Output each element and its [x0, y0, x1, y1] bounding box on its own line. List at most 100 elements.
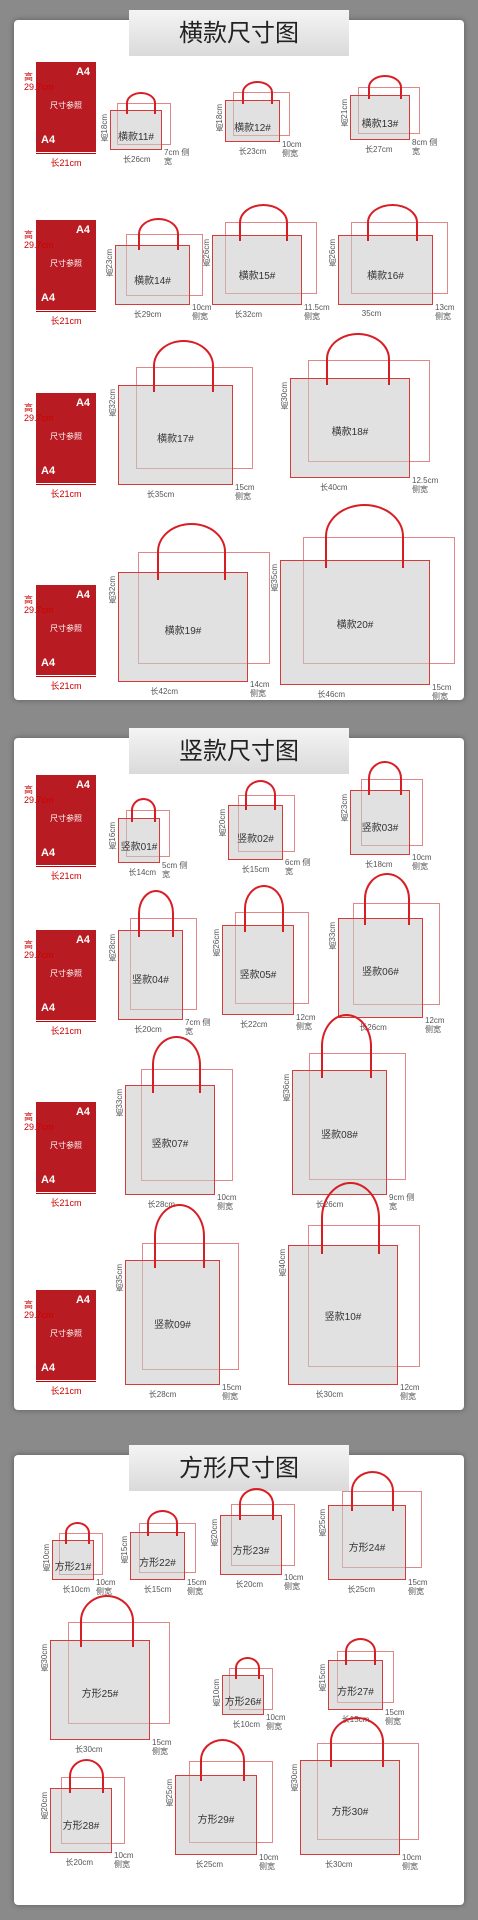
bag-length-label: 长35cm: [146, 490, 175, 499]
bag-length-label: 长22cm: [240, 1020, 268, 1029]
bag-body: [288, 1245, 398, 1385]
bag-height-label: 高10cm: [42, 1544, 51, 1572]
bag-diagram: 方形30#: [300, 1717, 419, 1855]
bag-name: 横款11#: [118, 132, 154, 143]
bag-length-label: 长30cm: [75, 1745, 103, 1754]
a4-width-label: 长21cm: [36, 311, 96, 327]
bag-diagram: 竖款01#: [118, 797, 170, 863]
bag-handle: [344, 1637, 376, 1665]
bag-height-label: 高25cm: [165, 1779, 174, 1807]
a4-height-label: 高 29.7cm: [24, 595, 54, 615]
bag-diagram: 横款17#: [118, 340, 253, 485]
bag-depth-label: 9cm 侧宽: [389, 1193, 415, 1211]
bag-length-label: 长10cm: [232, 1720, 261, 1729]
bag-body: [220, 1515, 282, 1575]
bag-diagram: 方形29#: [175, 1739, 273, 1855]
a4-height-label: 高 29.7cm: [24, 1300, 54, 1320]
a4-reference-text: 尺寸参照: [50, 969, 82, 978]
bag-body: [350, 790, 410, 855]
bag-body: [300, 1760, 400, 1855]
bag-height-label: 高40cm: [278, 1249, 287, 1277]
bag-handle: [146, 1510, 178, 1537]
bag-diagram: 方形27#: [328, 1637, 394, 1710]
bag-handle: [234, 1657, 260, 1679]
bag-body: [52, 1540, 94, 1580]
bag-handle: [363, 873, 410, 925]
bag-diagram: 竖款07#: [125, 1035, 233, 1195]
bag-diagram: 横款11#: [110, 92, 171, 150]
bag-name: 方形30#: [331, 1806, 369, 1818]
a4-label: A4: [41, 657, 56, 669]
a4-width-label: 长21cm: [36, 866, 96, 882]
bag-handle: [137, 889, 174, 937]
bag-height-label: 高15cm: [120, 1536, 129, 1564]
bag-length-label: 长23cm: [238, 147, 267, 156]
bag-diagram: 竖款02#: [228, 780, 295, 860]
bag-length-label: 长20cm: [65, 1858, 94, 1867]
bag-handle: [325, 503, 404, 569]
bag-height-label: 高32cm: [108, 576, 117, 604]
a4-reference-text: 尺寸参照: [50, 101, 82, 110]
bag-diagram: 方形24#: [328, 1471, 422, 1580]
bag-diagram: 竖款06#: [338, 873, 440, 1018]
bag-name: 竖款07#: [151, 1138, 189, 1150]
bag-length-label: 长15cm: [241, 865, 270, 874]
bag-name: 方形24#: [348, 1542, 386, 1554]
bag-name: 竖款08#: [321, 1130, 358, 1142]
bag-body: [290, 378, 410, 478]
bag-name: 方形27#: [337, 1686, 374, 1698]
bag-body: [118, 385, 233, 485]
a4-label: A4: [41, 1002, 56, 1014]
bag-name: 竖款06#: [362, 967, 399, 978]
bag-name: 方形28#: [62, 1821, 100, 1833]
bag-name: 方形26#: [224, 1697, 262, 1708]
bag-body: [222, 925, 294, 1015]
a4-width-label: 长21cm: [36, 484, 96, 500]
bag-name: 竖款01#: [120, 842, 158, 854]
bag-handle: [152, 1035, 201, 1093]
bag-handle: [130, 797, 156, 823]
bag-length-label: 长10cm: [62, 1585, 91, 1594]
bag-depth-label: 12cm 侧宽: [400, 1383, 420, 1401]
bag-length-label: 长28cm: [148, 1390, 177, 1399]
bag-handle: [153, 1203, 205, 1269]
bag-diagram: 方形22#: [130, 1510, 196, 1580]
bag-name: 竖款09#: [154, 1320, 191, 1332]
bag-body: [118, 930, 183, 1020]
bag-length-label: 长18cm: [365, 860, 393, 869]
bag-depth-label: 10cm 侧宽: [259, 1853, 279, 1871]
bag-body: [125, 1085, 215, 1195]
bag-body: [228, 805, 283, 860]
bag-depth-label: 10cm 侧宽: [114, 1851, 134, 1869]
bag-handle: [320, 1013, 372, 1079]
bag-height-label: 高33cm: [328, 922, 337, 950]
a4-label: A4: [41, 465, 56, 477]
bag-length-label: 长25cm: [195, 1860, 224, 1869]
a4-height-label: 高 29.7cm: [24, 230, 54, 250]
a4-label: A4: [41, 1174, 56, 1186]
bag-name: 横款19#: [164, 625, 202, 637]
bag-diagram: 方形28#: [50, 1758, 125, 1853]
a4-label: A4: [75, 779, 90, 791]
a4-height-label: 高 29.7cm: [24, 785, 54, 805]
bag-depth-label: 15cm 侧宽: [235, 483, 255, 501]
bag-length-label: 长25cm: [347, 1585, 376, 1594]
bag-handle: [241, 81, 273, 105]
bag-length-label: 长32cm: [234, 310, 263, 319]
bag-diagram: 竖款05#: [222, 884, 309, 1015]
bag-body: [130, 1532, 185, 1580]
bag-handle: [137, 218, 179, 250]
a4-reference-text: 尺寸参照: [50, 1141, 82, 1150]
bag-depth-label: 7cm 侧宽: [185, 1018, 211, 1036]
bag-handle: [321, 1182, 380, 1254]
bag-body: [118, 572, 248, 682]
a4-reference-text: 尺寸参照: [50, 1329, 82, 1338]
bag-name: 横款15#: [238, 270, 276, 282]
bag-name: 竖款05#: [239, 969, 277, 981]
bag-diagram: 方形23#: [220, 1488, 295, 1575]
bag-length-label: 长30cm: [325, 1860, 353, 1869]
bag-name: 竖款03#: [361, 823, 399, 835]
bag-handle: [238, 1488, 274, 1520]
